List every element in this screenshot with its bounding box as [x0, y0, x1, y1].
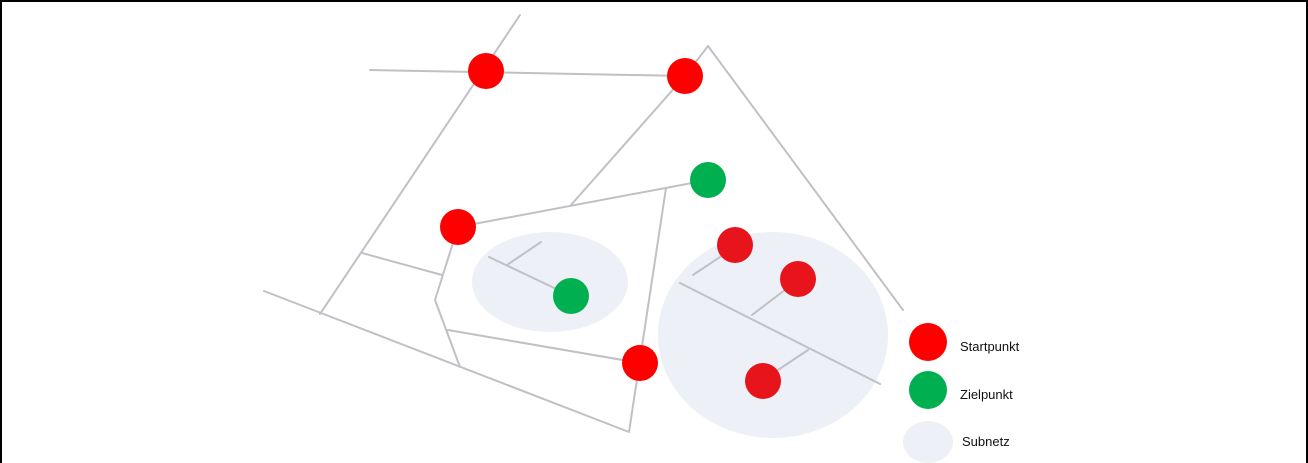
start-point	[717, 227, 753, 263]
subnet-area-right	[658, 232, 888, 438]
road-segment	[506, 241, 542, 266]
start-point	[622, 345, 658, 381]
road-segment	[361, 252, 443, 276]
start-point	[468, 53, 504, 89]
legend-subnet-swatch	[903, 421, 953, 463]
target-point	[553, 278, 589, 314]
legend-subnet-label: Subnetz	[962, 434, 1010, 449]
legend-start-swatch	[909, 323, 947, 361]
road-segment	[263, 290, 630, 433]
legend-start-label: Startpunkt	[960, 339, 1020, 354]
road-segment	[570, 75, 686, 206]
road-segment	[434, 226, 461, 368]
road-segment	[457, 179, 709, 228]
start-point	[667, 58, 703, 94]
road-segment	[707, 45, 904, 311]
start-point	[780, 261, 816, 297]
target-point	[690, 162, 726, 198]
road-segment	[679, 282, 881, 385]
legend-target-swatch	[909, 371, 947, 409]
start-point	[440, 209, 476, 245]
start-point	[745, 363, 781, 399]
road-segment	[447, 329, 641, 364]
legend	[903, 323, 953, 463]
legend-target-label: Zielpunkt	[960, 387, 1013, 402]
subnet-area-left	[472, 232, 628, 332]
road-segment	[369, 69, 686, 77]
road-segment	[628, 187, 667, 433]
